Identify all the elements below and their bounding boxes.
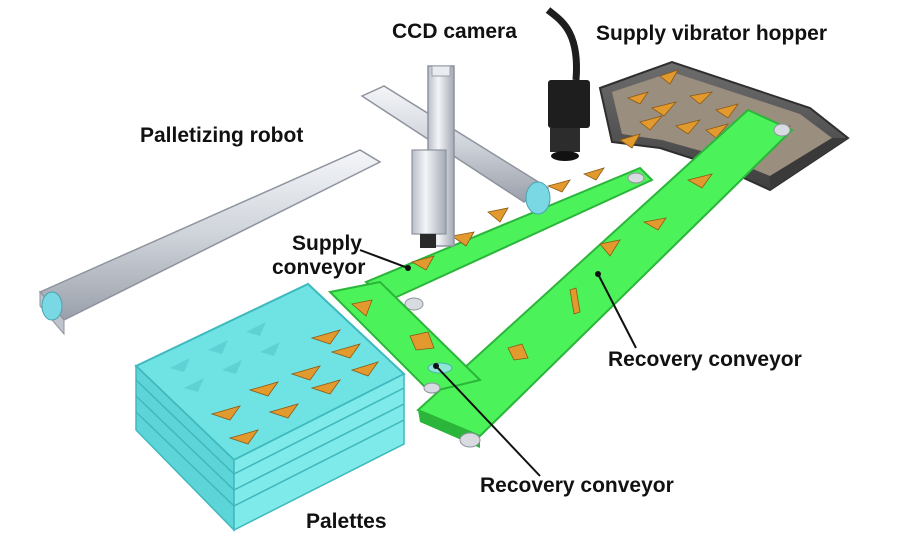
- supply-conveyor-label-line2: conveyor: [272, 255, 366, 279]
- palette-parts: [210, 329, 380, 445]
- supply-conveyor-label: Supply conveyor: [272, 232, 372, 279]
- recovery-right-pointer-dot: [595, 271, 601, 277]
- recovery-bottom-pointer-dot: [433, 363, 439, 369]
- palettes-stack: [134, 282, 406, 532]
- supply-hopper-label: Supply vibrator hopper: [596, 22, 828, 45]
- recovery-conveyor-right-label: Recovery conveyor: [608, 348, 802, 371]
- leader-lines: [359, 249, 637, 477]
- palletizing-robot-label: Palletizing robot: [140, 124, 304, 147]
- palettes-label: Palettes: [306, 510, 387, 533]
- supply-conveyor-pointer-dot: [405, 265, 411, 271]
- ccd-camera: [545, 7, 590, 161]
- palette-slots: [170, 322, 280, 392]
- supply-conveyor-label-line1: Supply: [291, 232, 362, 255]
- conveyor-parts: [351, 167, 713, 361]
- palletizing-robot: [38, 65, 551, 336]
- ccd-camera-label: CCD camera: [392, 20, 517, 43]
- recovery-conveyor-bottom-label: Recovery conveyor: [480, 474, 674, 497]
